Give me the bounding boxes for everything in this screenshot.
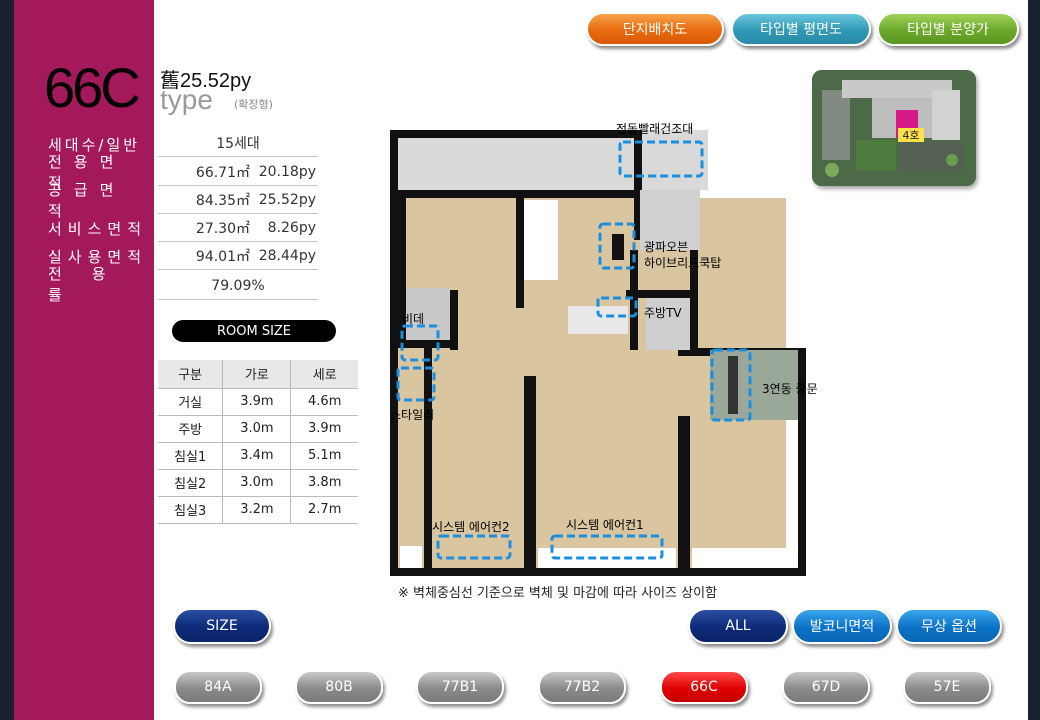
col-header-width: 가로 (222, 360, 292, 389)
label-system-ac-1: 시스템 에어컨1 (566, 518, 644, 532)
spec-value-py: 28.44py (258, 247, 316, 264)
spec-value-supply: 84.35㎡ 25.52py (158, 186, 318, 214)
right-frame (1028, 0, 1040, 720)
floor-plan-drawing (390, 130, 806, 576)
left-frame (0, 0, 14, 720)
spec-value: 27.30㎡ (195, 220, 250, 237)
extension-note: (확장형) (234, 98, 273, 111)
room-name: 주방 (158, 415, 224, 443)
spec-label-text: 세대수/일반 (48, 135, 141, 154)
spec-label-service: 서비스면적 (48, 214, 148, 242)
tab-type-67d[interactable]: 67D (782, 670, 870, 704)
type-word: type (160, 84, 213, 115)
spec-label-text: 전용률 (48, 265, 136, 304)
spec-value: 66.71㎡ (195, 164, 250, 181)
old-pyeong: 舊25.52py (160, 70, 252, 92)
spec-value: 15세대 (216, 135, 260, 152)
spec-value: 84.35㎡ (195, 192, 250, 209)
room-depth: 5.1m (290, 442, 358, 470)
room-depth: 2.7m (290, 496, 358, 524)
label-triple-door: 3연동 중문 (762, 382, 818, 396)
spec-label-actual: 실사용면적 (48, 242, 148, 270)
room-name: 침실2 (158, 469, 224, 497)
spec-value-actual: 94.01㎡ 28.44py (158, 242, 318, 270)
tab-type-80b[interactable]: 80B (295, 670, 383, 704)
all-button[interactable]: ALL (688, 608, 788, 644)
label-bidet: 비데 (402, 312, 425, 326)
room-width: 3.0m (222, 415, 292, 443)
room-width: 3.4m (222, 442, 292, 470)
free-option-button[interactable]: 무상 옵션 (896, 608, 1002, 644)
spec-value-py: 25.52py (258, 191, 316, 208)
site-map-unit-label: 4호 (902, 129, 919, 142)
spec-value: 79.09% (211, 277, 265, 294)
spec-label-text: 전용면적 (48, 153, 126, 192)
spec-value: 94.01㎡ (195, 248, 250, 265)
room-size-title: ROOM SIZE (172, 320, 336, 342)
tab-type-84a[interactable]: 84A (174, 670, 262, 704)
label-hybrid-cooktop: 하이브리드쿡탑 (644, 256, 722, 270)
tab-type-77b2[interactable]: 77B2 (538, 670, 626, 704)
label-styler: 스타일러 (390, 408, 435, 422)
balcony-area-button[interactable]: 발코니면적 (792, 608, 892, 644)
spec-value-exclusive: 66.71㎡ 20.18py (158, 158, 318, 186)
label-light-oven: 광파오븐 (644, 240, 689, 254)
site-plan-button[interactable]: 단지배치도 (586, 12, 724, 46)
spec-label-ratio: 전용률 (48, 265, 148, 304)
tab-type-66c[interactable]: 66C (660, 670, 748, 704)
spec-label-text: 서비스면적 (48, 219, 148, 238)
room-name: 침실1 (158, 442, 224, 470)
site-map-thumbnail[interactable]: 4호 (812, 70, 976, 186)
spec-label-exclusive: 전용면적 (48, 153, 148, 192)
spec-label-text: 실사용면적 (48, 247, 148, 266)
col-header-depth: 세로 (290, 360, 358, 389)
room-name: 침실3 (158, 496, 224, 524)
tab-type-77b1[interactable]: 77B1 (416, 670, 504, 704)
spec-label-text: 공급면적 (48, 181, 126, 220)
col-header-division: 구분 (158, 360, 224, 389)
spec-label-supply: 공급면적 (48, 181, 148, 220)
label-system-ac-2: 시스템 에어컨2 (432, 520, 510, 534)
type-floorplan-button[interactable]: 타입별 평면도 (731, 12, 871, 46)
spec-value-py: 8.26py (267, 219, 316, 236)
site-map-graphic: 4호 (812, 70, 976, 186)
label-kitchen-tv: 주방TV (644, 306, 682, 320)
label-laundry-dryer: 전동빨래건조대 (616, 122, 694, 136)
room-depth: 3.9m (290, 415, 358, 443)
spec-value-households: 15세대 (158, 129, 318, 157)
spec-value-py: 20.18py (258, 163, 316, 180)
room-width: 3.9m (222, 388, 292, 416)
tab-type-57e[interactable]: 57E (903, 670, 991, 704)
left-sidebar (14, 0, 154, 720)
room-name: 거실 (158, 388, 224, 416)
table-header-row: 구분 가로 세로 (158, 360, 358, 389)
spec-value-service: 27.30㎡ 8.26py (158, 214, 318, 242)
type-code: 66C (44, 56, 141, 119)
floor-plan: 전동빨래건조대 광파오븐 하이브리드쿡탑 주방TV 비데 스타일러 3연동 중문… (390, 122, 818, 580)
room-width: 3.2m (222, 496, 292, 524)
room-depth: 4.6m (290, 388, 358, 416)
room-width: 3.0m (222, 469, 292, 497)
room-depth: 3.8m (290, 469, 358, 497)
size-footnote: ※ 벽체중심선 기준으로 벽체 및 마감에 따라 사이즈 상이함 (398, 586, 718, 601)
spec-label-households: 세대수/일반 (48, 130, 148, 158)
type-price-button[interactable]: 타입별 분양가 (877, 12, 1019, 46)
spec-value-ratio: 79.09% (158, 272, 318, 300)
size-button[interactable]: SIZE (173, 608, 271, 644)
